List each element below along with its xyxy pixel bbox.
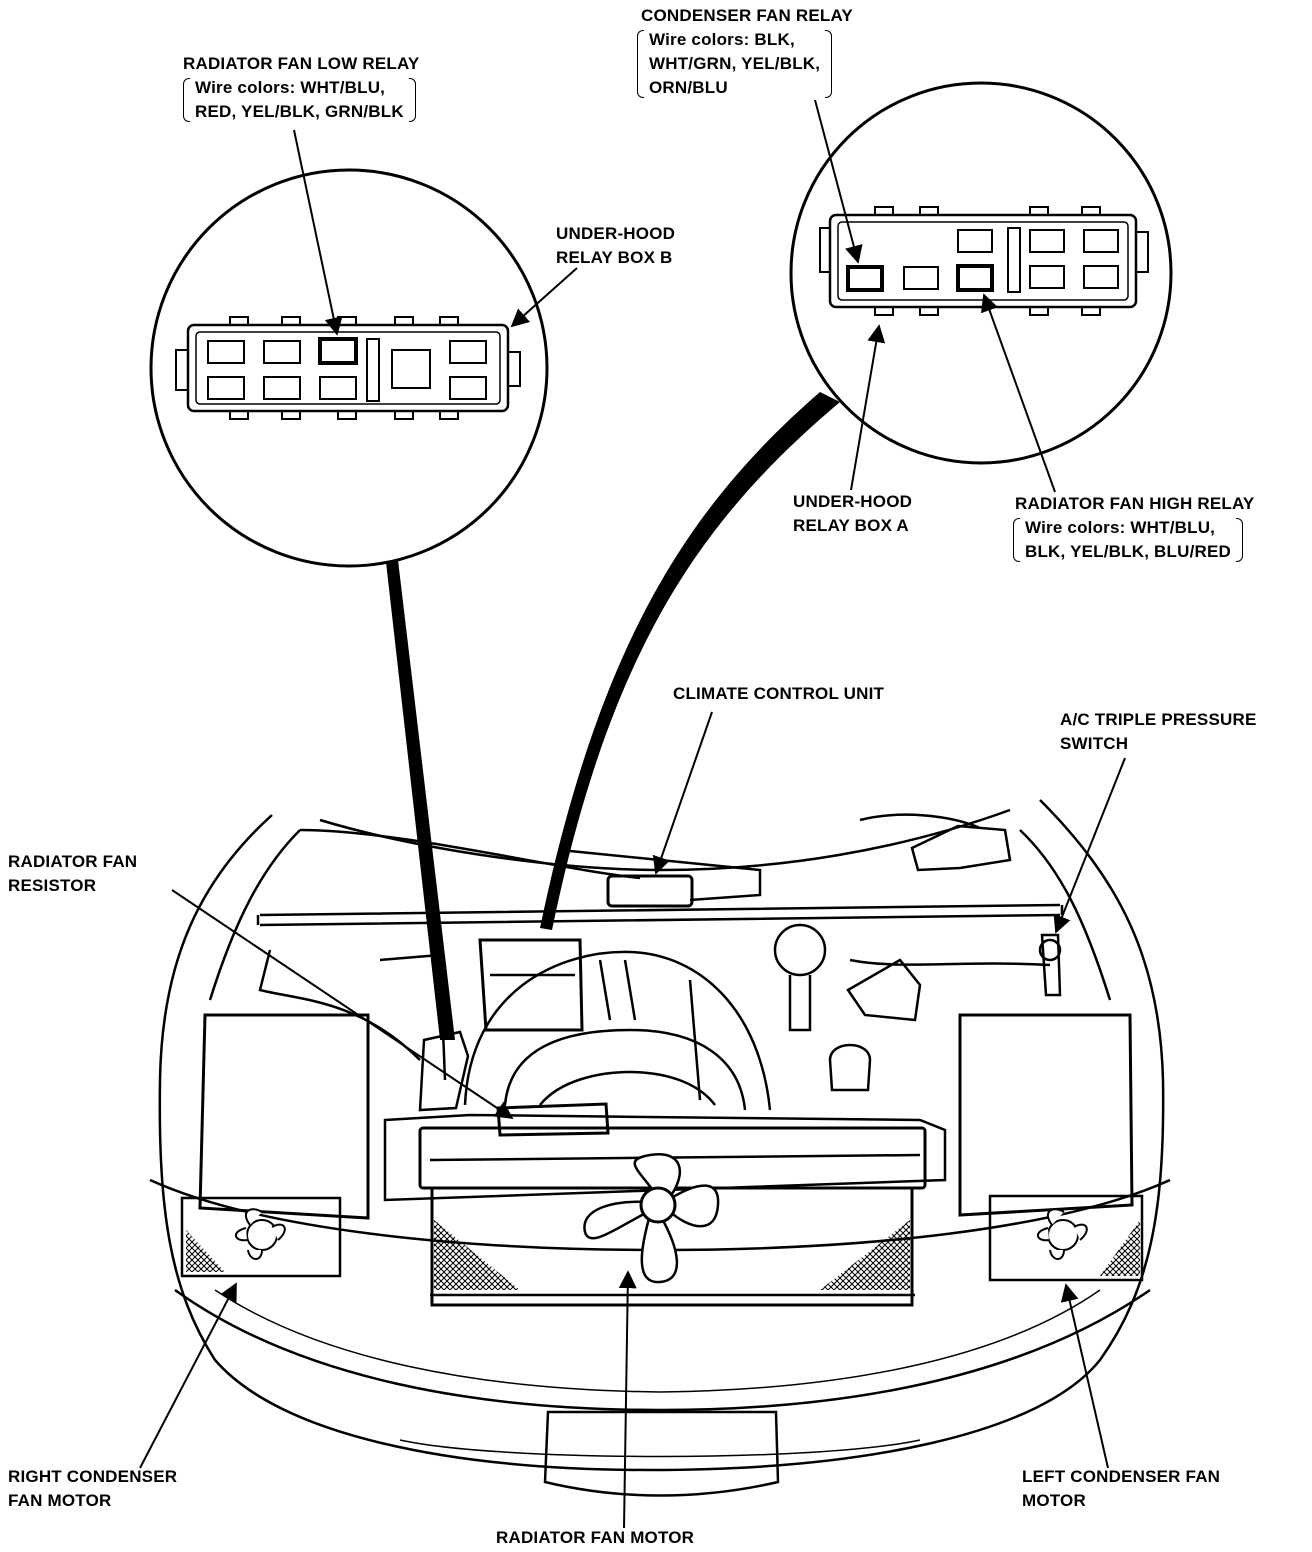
wire-colors-line: ORN/BLU <box>649 78 728 97</box>
wire-colors-line: BLK, YEL/BLK, BLU/RED <box>1025 542 1232 561</box>
ac-triple-pressure-switch-line2: SWITCH <box>1060 734 1129 753</box>
climate-control-unit-label: CLIMATE CONTROL UNIT <box>673 682 884 706</box>
right-condenser-fan-blades <box>235 1208 286 1260</box>
wire-colors-line: WHT/GRN, YEL/BLK, <box>649 54 821 73</box>
radiator-fan-high-relay-label: RADIATOR FAN HIGH RELAY Wire colors: WHT… <box>1013 492 1255 564</box>
box-b-stem <box>386 560 455 1040</box>
radiator-fan-high-relay-title: RADIATOR FAN HIGH RELAY <box>1015 494 1255 513</box>
radiator-fan-motor-label: RADIATOR FAN MOTOR <box>496 1526 694 1550</box>
right-condenser-fan-motor-line1: RIGHT CONDENSER <box>8 1467 178 1486</box>
relay-box-b-line2: RELAY BOX B <box>556 248 673 267</box>
relay-box-a-detail <box>789 81 1173 465</box>
radiator-fan-blades <box>583 1152 720 1284</box>
relay-box-b-line1: UNDER-HOOD <box>556 224 676 243</box>
right-condenser-fan-motor-line2: FAN MOTOR <box>8 1491 112 1510</box>
relay-box-b-label: UNDER-HOOD RELAY BOX B <box>556 222 675 270</box>
radiator-fan-low-relay-label: RADIATOR FAN LOW RELAY Wire colors: WHT/… <box>183 52 419 124</box>
wire-colors-line: RED, YEL/BLK, GRN/BLK <box>195 102 404 121</box>
relay-box-a-label: UNDER-HOOD RELAY BOX A <box>793 490 912 538</box>
box-a-stem <box>540 392 840 930</box>
climate-control-unit-line1: CLIMATE CONTROL UNIT <box>673 684 885 703</box>
wire-colors-line: Wire colors: WHT/BLU, <box>1025 518 1216 537</box>
relay-box-b-detail <box>149 168 549 568</box>
left-condenser-fan-motor-label: LEFT CONDENSER FAN MOTOR <box>1022 1465 1220 1513</box>
leader-lines <box>139 99 1126 1529</box>
ac-triple-pressure-switch-line1: A/C TRIPLE PRESSURE <box>1060 710 1257 729</box>
condenser-fan-relay-label: CONDENSER FAN RELAY Wire colors: BLK, WH… <box>637 4 853 100</box>
radiator-fan-resistor-line2: RESISTOR <box>8 876 97 895</box>
radiator-fan-resistor-label: RADIATOR FAN RESISTOR <box>8 850 137 898</box>
relay-box-a-line1: UNDER-HOOD <box>793 492 913 511</box>
left-condenser-fan-motor-line2: MOTOR <box>1022 1491 1086 1510</box>
radiator-fan-resistor-line1: RADIATOR FAN <box>8 852 138 871</box>
car-body <box>149 799 1171 1497</box>
radiator-fan-motor-line1: RADIATOR FAN MOTOR <box>496 1528 695 1547</box>
grilles <box>180 1194 1144 1290</box>
right-condenser-fan-motor-label: RIGHT CONDENSER FAN MOTOR <box>8 1465 177 1513</box>
left-condenser-fan-blades <box>1037 1208 1088 1260</box>
wire-colors-line: Wire colors: BLK, <box>649 30 795 49</box>
wire-colors-line: Wire colors: WHT/BLU, <box>195 78 386 97</box>
ac-triple-pressure-switch-label: A/C TRIPLE PRESSURE SWITCH <box>1060 708 1257 756</box>
condenser-fan-relay-wire-colors: Wire colors: BLK, WHT/GRN, YEL/BLK, ORN/… <box>637 28 834 100</box>
condenser-fan-relay-title: CONDENSER FAN RELAY <box>641 6 853 25</box>
radiator-fan-low-relay-wire-colors: Wire colors: WHT/BLU, RED, YEL/BLK, GRN/… <box>183 76 418 124</box>
radiator-fan-high-relay-wire-colors: Wire colors: WHT/BLU, BLK, YEL/BLK, BLU/… <box>1013 516 1245 564</box>
left-condenser-fan-motor-line1: LEFT CONDENSER FAN <box>1022 1467 1221 1486</box>
radiator-fan-low-relay-title: RADIATOR FAN LOW RELAY <box>183 54 420 73</box>
relay-box-a-line2: RELAY BOX A <box>793 516 909 535</box>
